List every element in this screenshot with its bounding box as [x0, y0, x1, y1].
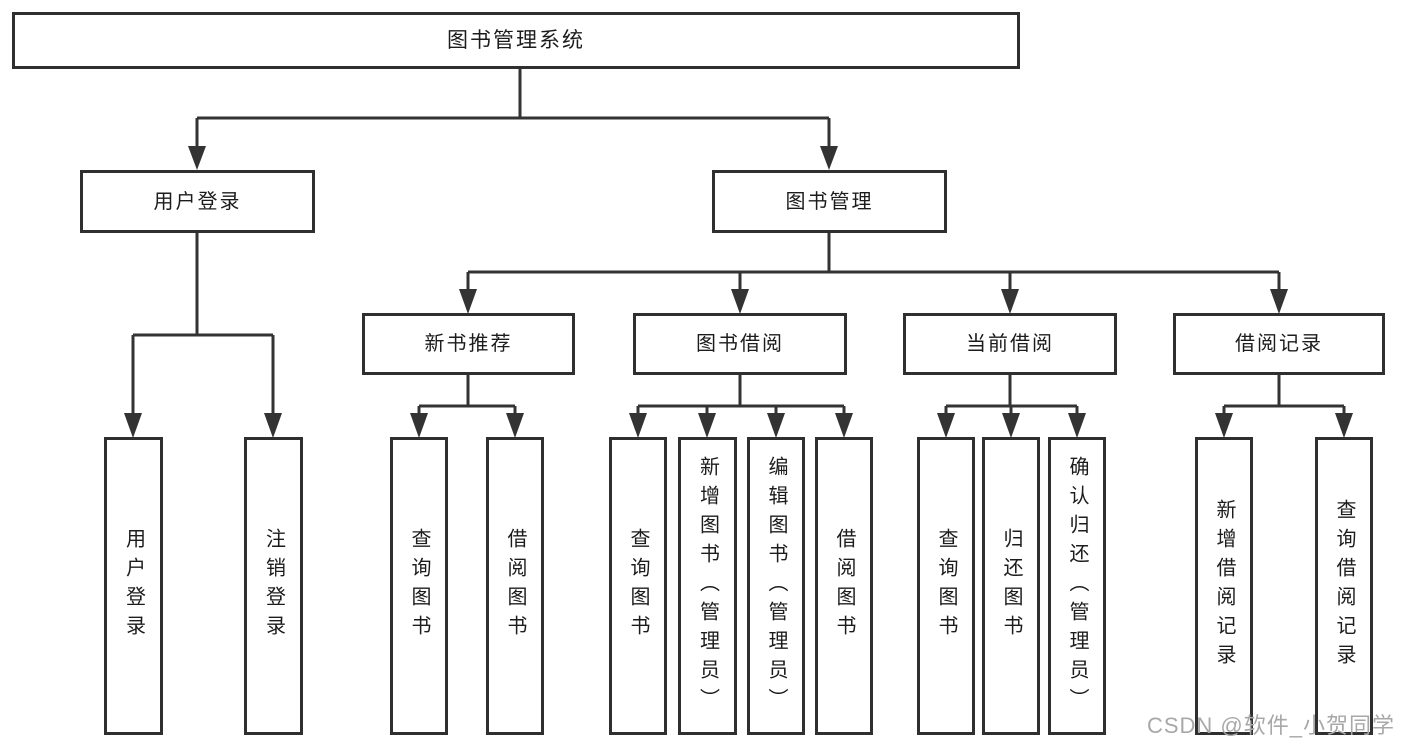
- leaf-current-query-books: 查询图书: [917, 437, 975, 735]
- leaf-current-confirm-return-admin: 确认归还（管理员）: [1048, 437, 1106, 735]
- leaf-borrowing-edit-books-admin: 编辑图书（管理员）: [747, 437, 805, 735]
- node-new-book-recommend: 新书推荐: [362, 313, 575, 375]
- leaf-records-add-borrow-record: 新增借阅记录: [1195, 437, 1253, 735]
- node-user-login: 用户登录: [80, 170, 315, 233]
- node-root-book-management-system: 图书管理系统: [12, 12, 1020, 69]
- node-borrowing-records: 借阅记录: [1173, 313, 1385, 375]
- leaf-borrowing-borrow-books: 借阅图书: [815, 437, 873, 735]
- leaf-newbooks-borrow-books: 借阅图书: [486, 437, 544, 735]
- leaf-borrowing-add-books-admin: 新增图书（管理员）: [678, 437, 737, 735]
- csdn-watermark: CSDN @软件_小贺同学: [1146, 713, 1395, 738]
- leaf-user-login: 用户登录: [104, 437, 163, 735]
- leaf-logout: 注销登录: [244, 437, 303, 735]
- node-current-borrowing: 当前借阅: [903, 313, 1117, 375]
- leaf-borrowing-query-books: 查询图书: [609, 437, 667, 735]
- leaf-newbooks-query-books: 查询图书: [390, 437, 448, 735]
- node-book-borrowing: 图书借阅: [633, 313, 847, 375]
- leaf-current-return-books: 归还图书: [982, 437, 1040, 735]
- leaf-records-query-borrow-record: 查询借阅记录: [1315, 437, 1373, 735]
- node-book-management: 图书管理: [712, 170, 947, 233]
